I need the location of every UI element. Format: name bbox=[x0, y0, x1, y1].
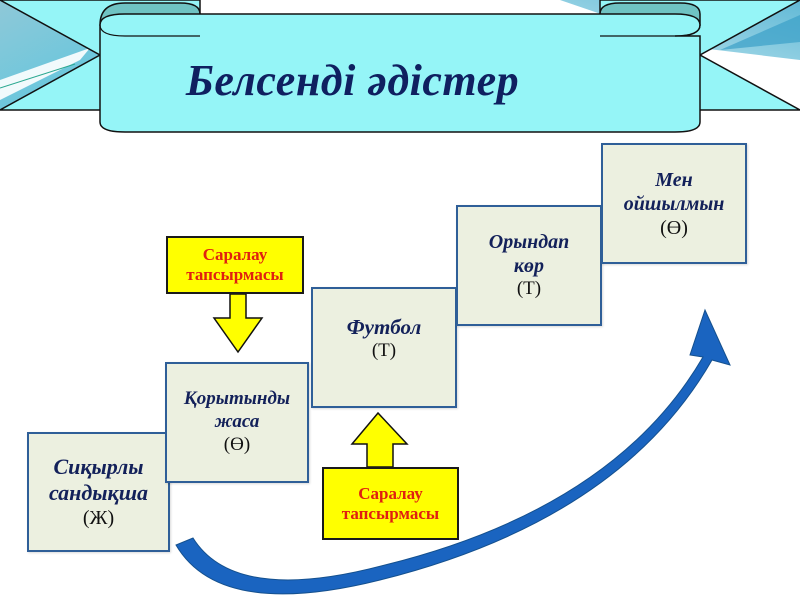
step-name-line1: Футбол bbox=[346, 314, 422, 339]
progress-curved-arrow bbox=[175, 308, 731, 595]
step-box-try-it: Орындап көр (Т) bbox=[456, 205, 602, 326]
step-box-magic-chest: Сиқырлы сандықша (Ж) bbox=[27, 432, 170, 552]
callout-arrow-up bbox=[350, 411, 409, 468]
callout-line2: тапсырмасы bbox=[186, 265, 284, 284]
callout-differentiated-task-top: Саралау тапсырмасы bbox=[166, 236, 304, 294]
callout-line1: Саралау bbox=[358, 483, 423, 503]
step-name-line2: сандықша bbox=[48, 480, 149, 505]
step-box-thinker: Мен ойшылмын (Ө) bbox=[601, 143, 747, 264]
step-name-line1: Сиқырлы bbox=[53, 453, 144, 479]
step-name-line1: Орындап bbox=[488, 231, 570, 254]
callout-arrow-down bbox=[212, 293, 264, 354]
callout-line2: тапсырмасы bbox=[341, 503, 440, 523]
step-name-line2: көр bbox=[513, 255, 545, 278]
step-code: (Т) bbox=[371, 339, 397, 361]
step-name-line2: жаса bbox=[214, 411, 260, 433]
step-name-line1: Мен bbox=[655, 168, 693, 191]
step-box-summarize: Қорытынды жаса (Ө) bbox=[165, 362, 309, 483]
step-name-line1: Қорытынды bbox=[183, 388, 291, 410]
page-title: Белсенді әдістер bbox=[185, 55, 520, 105]
callout-line1: Саралау bbox=[202, 245, 268, 265]
step-code: (Ө) bbox=[660, 216, 688, 239]
step-code: (Т) bbox=[516, 278, 542, 300]
step-code: (Ө) bbox=[223, 433, 251, 455]
step-code: (Ж) bbox=[82, 507, 115, 530]
callout-differentiated-task-bottom: Саралау тапсырмасы bbox=[322, 467, 459, 540]
step-box-football: Футбол (Т) bbox=[311, 287, 457, 408]
step-name-line2: ойшылмын bbox=[623, 192, 725, 215]
